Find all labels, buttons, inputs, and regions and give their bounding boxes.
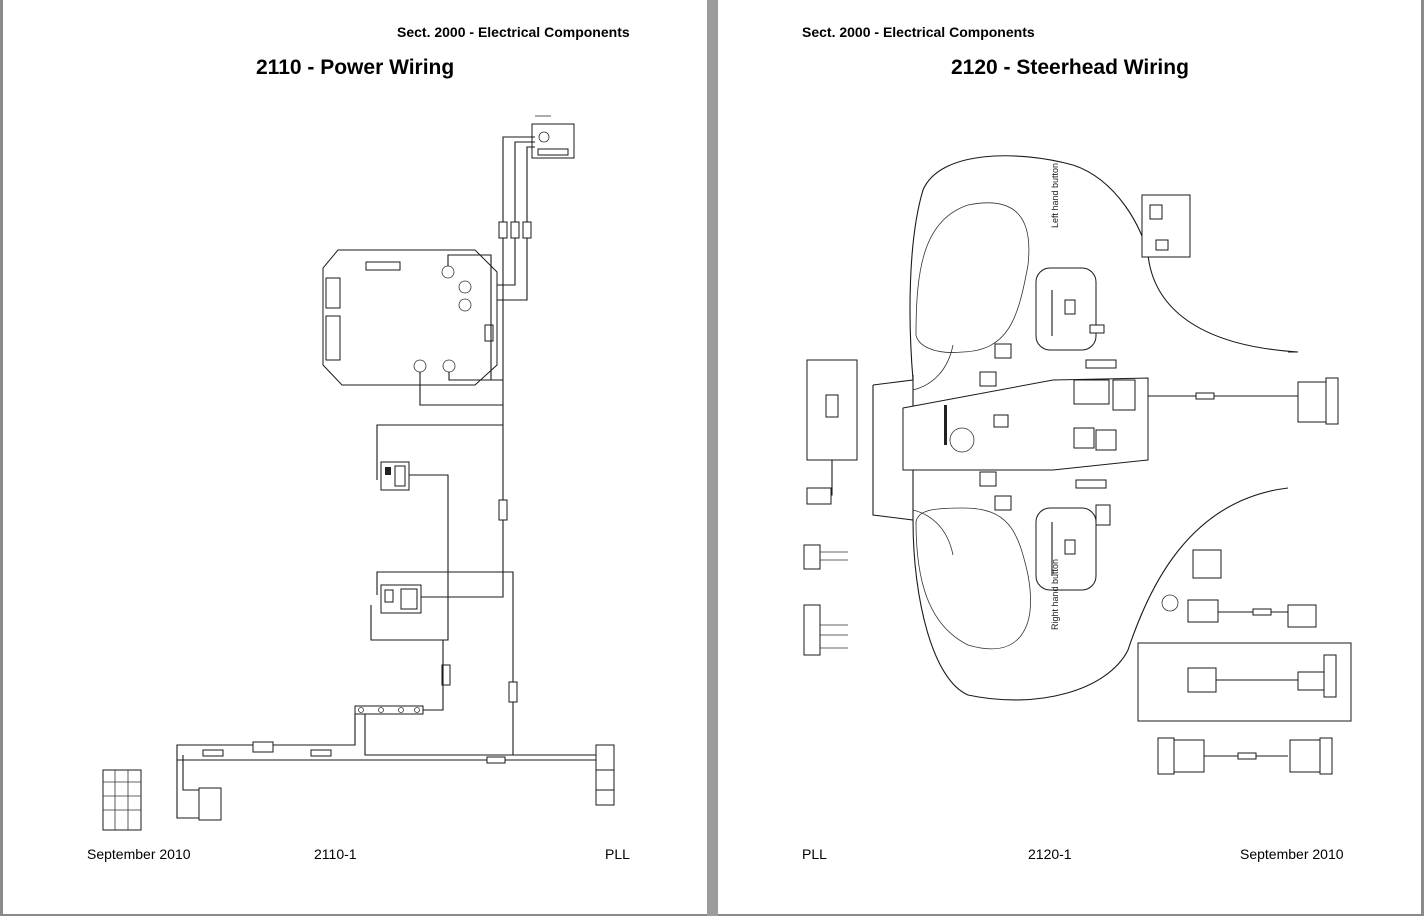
- brake-switch-module: [1137, 642, 1352, 722]
- left-hand-button: [1035, 267, 1117, 369]
- battery: [198, 741, 332, 821]
- seat-switch: [1161, 549, 1317, 628]
- connector-x20: [803, 604, 821, 656]
- horn-switch-bottom: [994, 495, 1012, 511]
- display-module: [806, 359, 858, 505]
- steerhead-wiring-diagram: Left hand button Right hand button: [803, 155, 1352, 775]
- footer-date: September 2010: [1240, 846, 1344, 862]
- legend-table: [102, 769, 142, 831]
- right-hand-button-label: Right hand button: [1050, 559, 1060, 630]
- section-header: Sect. 2000 - Electrical Components: [802, 24, 1035, 40]
- footer-product: PLL: [802, 846, 827, 862]
- footer-date: September 2010: [87, 846, 191, 862]
- connector-x29-x3: [1157, 737, 1333, 775]
- steer-control-board: [902, 377, 1149, 471]
- motor-m2: [595, 744, 615, 806]
- horn-switch-top: [994, 343, 1012, 359]
- power-wiring-diagram: [102, 115, 615, 831]
- option-module-top: [1141, 194, 1191, 258]
- motor-m1: [531, 115, 575, 159]
- footer-product: PLL: [605, 846, 630, 862]
- footer-page-number: 2120-1: [1028, 846, 1072, 862]
- contactor-k1: [380, 461, 410, 491]
- page-gutter: [707, 0, 718, 916]
- footer-page-number: 2110-1: [314, 846, 357, 862]
- connector-x1: [1148, 377, 1339, 425]
- fuse-block: [354, 705, 424, 715]
- page-2120: Sect. 2000 - Electrical Components 2120 …: [718, 0, 1421, 914]
- motor-controller: [322, 249, 498, 386]
- page-2110: Sect. 2000 - Electrical Components 2110 …: [3, 0, 707, 914]
- connector-x27: [803, 544, 821, 570]
- section-header: Sect. 2000 - Electrical Components: [397, 24, 630, 40]
- left-hand-button-label: Left hand button: [1050, 163, 1060, 228]
- page-title: 2110 - Power Wiring: [256, 56, 455, 79]
- page-title: 2120 - Steerhead Wiring: [951, 56, 1189, 79]
- steerhead-outline: [909, 155, 1299, 381]
- contactor-k2: [380, 584, 422, 614]
- right-hand-button: [1035, 479, 1111, 591]
